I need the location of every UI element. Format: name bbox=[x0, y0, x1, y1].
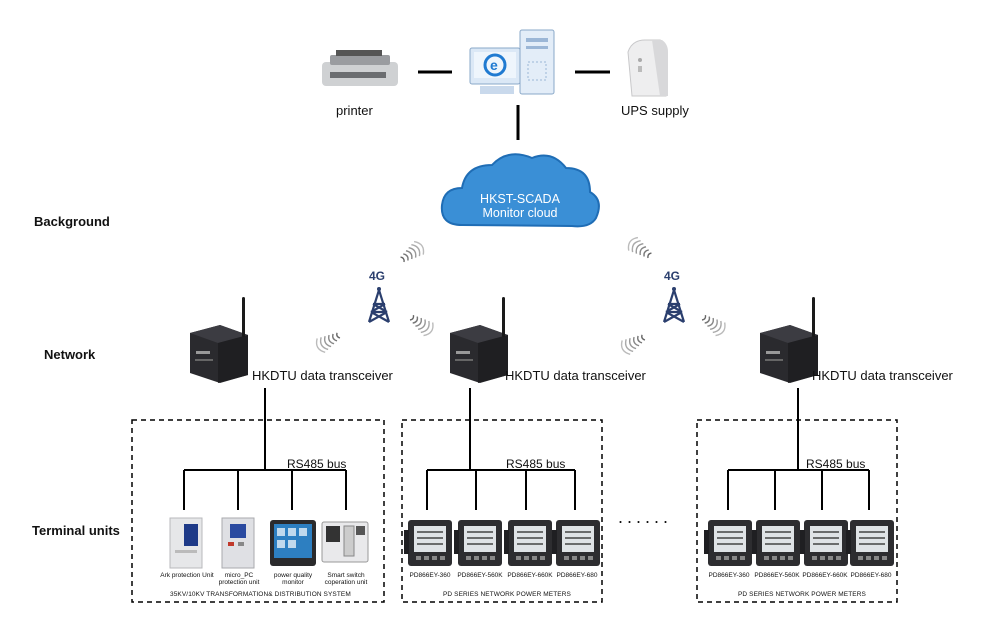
device-label: micro_PC protection unit bbox=[218, 572, 260, 587]
group-box-3 bbox=[696, 419, 898, 603]
row-label-terminal: Terminal units bbox=[32, 523, 120, 538]
dtu-device-icon bbox=[450, 297, 508, 383]
protection-unit-icon bbox=[169, 517, 203, 569]
dtu-label: HKDTU data transceiver bbox=[812, 368, 953, 383]
printer-label: printer bbox=[336, 103, 373, 118]
power-meter-icon bbox=[799, 519, 849, 567]
meter-label: PD866EY-560K bbox=[457, 572, 503, 579]
power-meter-icon bbox=[703, 519, 753, 567]
bus-label: RS485 bus bbox=[506, 457, 566, 471]
meter-label: PD866EY-680 bbox=[850, 572, 892, 579]
cloud-label: HKST-SCADA Monitor cloud bbox=[470, 192, 570, 221]
svg-text:e: e bbox=[490, 57, 498, 73]
cloud-label-line2: Monitor cloud bbox=[482, 206, 558, 221]
dtu-label: HKDTU data transceiver bbox=[252, 368, 393, 383]
meter-label: PD866EY-360 bbox=[708, 572, 750, 579]
power-meter-icon bbox=[453, 519, 503, 567]
printer-icon bbox=[322, 50, 398, 86]
meter-label: PD866EY-560K bbox=[754, 572, 800, 579]
cloud-label-line1: HKST-SCADA bbox=[480, 192, 560, 206]
power-quality-monitor-icon bbox=[270, 520, 316, 566]
smart-switch-unit-icon bbox=[321, 521, 369, 563]
row-label-network: Network bbox=[44, 347, 96, 362]
meter-label: PD866EY-360 bbox=[409, 572, 451, 579]
ellipsis: ...... bbox=[618, 507, 673, 527]
tower-label: 4G bbox=[664, 269, 681, 283]
cell-tower-icon bbox=[662, 285, 686, 324]
cell-tower-icon bbox=[367, 285, 391, 324]
group-footer: PD SERIES NETWORK POWER METERS bbox=[738, 591, 866, 598]
signal-wave-icon bbox=[406, 310, 437, 339]
dtu-device-icon bbox=[760, 297, 818, 383]
power-meter-icon bbox=[845, 519, 895, 567]
signal-wave-icon bbox=[698, 310, 729, 339]
ups-label: UPS supply bbox=[621, 103, 689, 118]
group-footer: PD SERIES NETWORK POWER METERS bbox=[443, 591, 571, 598]
tower-label: 4G bbox=[369, 269, 386, 283]
bus-label: RS485 bus bbox=[806, 457, 866, 471]
dtu-label: HKDTU data transceiver bbox=[505, 368, 646, 383]
micro-pc-unit-icon bbox=[221, 517, 255, 569]
meter-label: PD866EY-680 bbox=[556, 572, 598, 579]
signal-wave-icon bbox=[313, 327, 344, 356]
power-meter-icon bbox=[403, 519, 453, 567]
group-box-2 bbox=[401, 419, 603, 603]
power-meter-icon bbox=[751, 519, 801, 567]
signal-wave-icon bbox=[396, 238, 428, 267]
power-meter-icon bbox=[503, 519, 553, 567]
ups-icon bbox=[627, 39, 668, 97]
signal-wave-icon bbox=[624, 234, 656, 263]
signal-wave-icon bbox=[618, 329, 649, 358]
meter-label: PD866EY-660K bbox=[802, 572, 848, 579]
row-label-background: Background bbox=[34, 214, 110, 229]
cloud-icon bbox=[440, 153, 600, 228]
bus-label: RS485 bus bbox=[287, 457, 347, 471]
group-box-1 bbox=[131, 419, 385, 603]
power-meter-icon bbox=[551, 519, 601, 567]
device-label: Ark protection Unit bbox=[160, 572, 214, 579]
meter-label: PD866EY-660K bbox=[507, 572, 553, 579]
dtu-device-icon bbox=[190, 297, 248, 383]
computer-icon: e bbox=[469, 29, 555, 95]
device-label: Smart switch coperation unit bbox=[324, 572, 368, 587]
group-footer: 35KV/10KV TRANSFORMATION& DISTRIBUTION S… bbox=[170, 591, 351, 598]
device-label: power quality monitor bbox=[273, 572, 313, 587]
